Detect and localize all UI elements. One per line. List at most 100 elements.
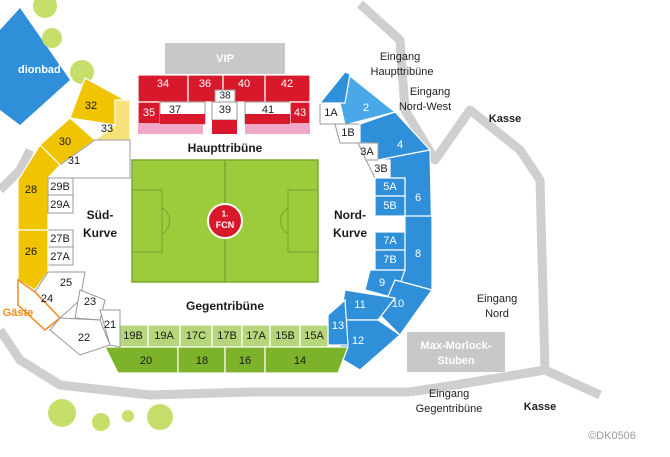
pink-strip-right: [245, 124, 310, 134]
label-29A: 29A: [50, 199, 70, 211]
sued-stand: 32 33 30 28 26 31 29B 29A 27B 27A: [17, 77, 131, 291]
eingang-nord-2: Nord: [485, 308, 509, 320]
eingang-haupt-2: Haupttribüne: [371, 66, 434, 78]
label-13: 13: [332, 320, 344, 332]
haupttribuene-stand: 34 36 38 40 42 35 37 39 41 43: [137, 74, 311, 134]
arc-left: [161, 207, 171, 235]
section-12[interactable]: [339, 319, 401, 371]
label-4: 4: [397, 139, 403, 151]
path-west: [0, 147, 35, 194]
stadionbad-label: dionbad: [18, 64, 61, 76]
kasse-label-1: Kasse: [489, 113, 521, 125]
label-1A: 1A: [324, 107, 338, 119]
label-41: 41: [262, 104, 274, 116]
section-22[interactable]: [49, 317, 111, 356]
label-29B: 29B: [50, 181, 70, 193]
circle-5: [92, 413, 110, 431]
label-12: 12: [352, 335, 364, 347]
label-5A: 5A: [383, 181, 397, 193]
section-2-edge: [318, 71, 351, 104]
label-17B: 17B: [217, 330, 237, 342]
gaeste-corner: 25 24 23 22 21 Gäste: [3, 271, 121, 356]
label-17C: 17C: [186, 330, 206, 342]
eingang-nw-1: Eingang: [410, 86, 450, 98]
stadionbad-area: dionbad: [0, 8, 70, 125]
pink-strip-left: [138, 124, 203, 134]
label-39: 39: [219, 104, 231, 116]
sued-kurve-label-1: Süd-: [87, 208, 114, 222]
eingang-gegen-2: Gegentribüne: [416, 403, 483, 415]
gaeste-label: Gäste: [3, 307, 34, 319]
label-38: 38: [219, 91, 231, 102]
label-14: 14: [294, 355, 306, 367]
section-24[interactable]: [17, 278, 62, 331]
section-5B[interactable]: [374, 195, 406, 217]
label-5B: 5B: [383, 200, 396, 212]
sued-kurve-label-2: Kurve: [83, 226, 117, 240]
label-25: 25: [60, 277, 72, 289]
label-7A: 7A: [383, 235, 397, 247]
vip-block[interactable]: [165, 43, 285, 74]
label-6: 6: [415, 192, 421, 204]
section-31[interactable]: [46, 139, 131, 179]
label-10: 10: [392, 298, 404, 310]
label-43: 43: [294, 107, 306, 119]
label-33: 33: [101, 123, 113, 135]
label-40: 40: [238, 78, 250, 90]
kasse-label-2: Kasse: [524, 401, 556, 413]
nord-kurve-label-1: Nord-: [334, 208, 366, 222]
section-26[interactable]: [17, 229, 49, 291]
circle-2: [42, 28, 62, 48]
label-26: 26: [25, 246, 37, 258]
label-3A: 3A: [360, 146, 374, 158]
label-2: 2: [363, 102, 369, 114]
label-28: 28: [25, 184, 37, 196]
arc-right: [279, 207, 289, 235]
vip-label: VIP: [216, 53, 234, 65]
label-18: 18: [196, 355, 208, 367]
fcn-logo-icon: [207, 203, 243, 239]
section-25[interactable]: [34, 271, 86, 319]
label-21: 21: [104, 319, 116, 331]
gegentribuene-label: Gegentribüne: [186, 299, 264, 313]
label-27A: 27A: [50, 251, 70, 263]
label-16: 16: [239, 355, 251, 367]
section-42[interactable]: [264, 74, 311, 103]
penalty-box-right: [287, 189, 319, 253]
label-27B: 27B: [50, 233, 70, 245]
eingang-nord-1: Eingang: [477, 293, 517, 305]
max-morlock-block[interactable]: [407, 332, 505, 372]
haupttribuene-label: Haupttribüne: [188, 141, 263, 155]
gegentribuene-stand: 19B 19A 17C 17B 17A 15B 15A 20 18 16 14: [104, 324, 349, 374]
circle-7: [147, 404, 173, 430]
label-35: 35: [143, 107, 155, 119]
nord-kurve-label-2: Kurve: [333, 226, 367, 240]
section-14[interactable]: [264, 346, 349, 374]
label-34: 34: [157, 78, 169, 90]
label-30: 30: [59, 136, 71, 148]
label-36: 36: [199, 78, 211, 90]
section-29A[interactable]: [47, 194, 74, 214]
section-21[interactable]: [99, 309, 121, 348]
max-morlock-label-1: Max-Morlock-: [421, 340, 492, 352]
pool-shape: [0, 8, 70, 125]
circle-1: [33, 0, 57, 18]
label-9: 9: [379, 277, 385, 289]
circle-4: [48, 399, 76, 427]
label-42: 42: [281, 78, 293, 90]
label-8: 8: [415, 248, 421, 260]
decorative-circles: [33, 0, 173, 431]
logo-bottom: FCN: [216, 220, 235, 230]
label-7B: 7B: [383, 254, 396, 266]
eingang-nw-2: Nord-West: [399, 101, 451, 113]
label-24: 24: [41, 293, 53, 305]
section-16[interactable]: [224, 346, 266, 374]
label-19A: 19A: [154, 330, 174, 342]
label-17A: 17A: [246, 330, 266, 342]
label-22: 22: [78, 332, 90, 344]
label-20: 20: [140, 355, 152, 367]
path-south: [0, 327, 410, 400]
red-strip-center: [212, 120, 237, 134]
path-southeast: [543, 365, 602, 400]
